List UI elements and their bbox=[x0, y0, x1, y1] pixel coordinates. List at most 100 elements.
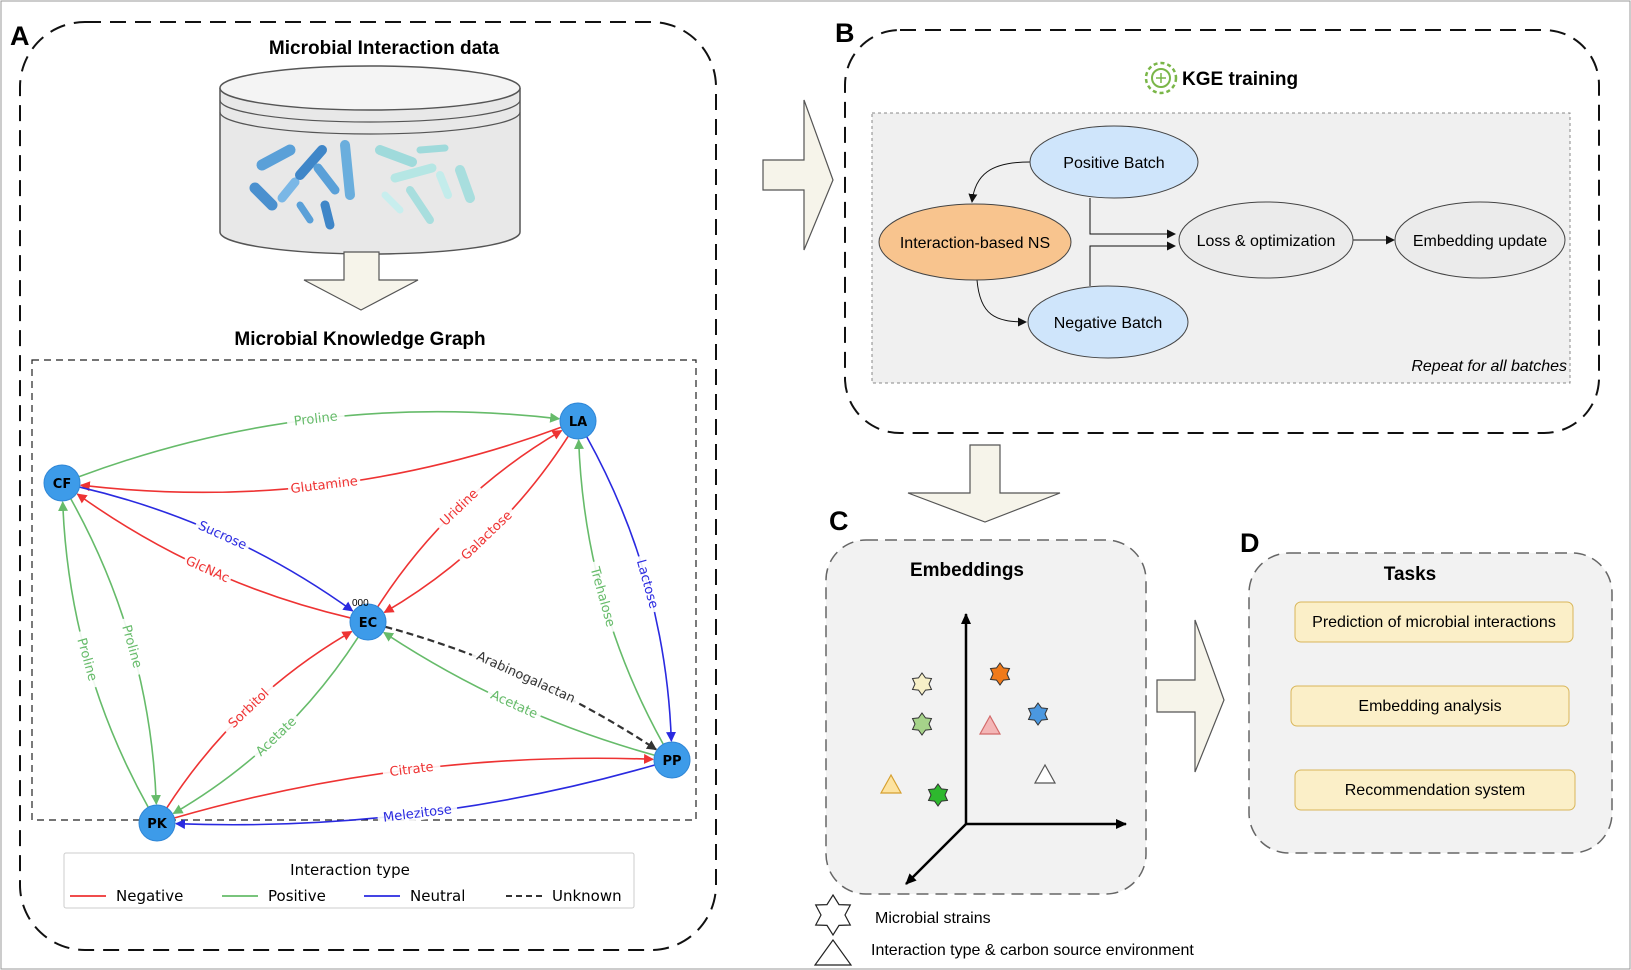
edge-label-bg bbox=[72, 629, 104, 690]
interaction-point bbox=[1033, 763, 1057, 784]
edge-ec-pk bbox=[172, 636, 359, 815]
negative-batch-node bbox=[1027, 285, 1189, 359]
task-recommendation: Recommendation system bbox=[1345, 782, 1526, 799]
edge-cf-ec bbox=[79, 486, 354, 612]
connector-negative-loss bbox=[1089, 241, 1176, 286]
strains-legend-label: Microbial strains bbox=[875, 910, 991, 927]
task-box-recommendation bbox=[1294, 769, 1576, 811]
edge-label: Galactose bbox=[459, 508, 516, 564]
edge-label: Proline bbox=[293, 409, 339, 429]
connector-positive-loss bbox=[1089, 198, 1176, 239]
panel-d-letter: D bbox=[1240, 528, 1260, 558]
edge-label: Acetate bbox=[253, 714, 300, 759]
interaction-legend: Interaction type Negative Positive Neutr… bbox=[63, 852, 635, 909]
embedding-points bbox=[879, 662, 1057, 807]
graph-frame bbox=[31, 359, 697, 821]
loss-node bbox=[1178, 201, 1354, 279]
loss-label: Loss & optimization bbox=[1197, 233, 1336, 250]
edge-label-bg bbox=[249, 710, 302, 762]
connector-ns-negative bbox=[976, 279, 1027, 327]
axis-y bbox=[905, 823, 967, 885]
repeat-note: Repeat for all batches bbox=[1411, 358, 1567, 375]
strain-point bbox=[911, 712, 933, 736]
edge-label-bg bbox=[454, 503, 518, 566]
connector-positive-ns bbox=[968, 161, 1031, 203]
edge-label-bg bbox=[181, 550, 235, 587]
edge-ec-pp bbox=[385, 625, 657, 751]
edge-label: Sucrose bbox=[196, 518, 249, 553]
edge-label-bg bbox=[432, 481, 485, 533]
edge-label: Uridine bbox=[438, 486, 482, 529]
node-label-cf: CF bbox=[53, 477, 71, 492]
node-label-la: LA bbox=[569, 415, 587, 430]
edge-label-bg bbox=[376, 799, 458, 826]
positive-batch-node bbox=[1029, 125, 1199, 199]
panel-c-letter: C bbox=[829, 506, 849, 536]
down-arrow-a bbox=[303, 251, 419, 311]
task-analysis: Embedding analysis bbox=[1358, 698, 1501, 715]
edge-label-bg bbox=[484, 684, 545, 723]
strain-point bbox=[1027, 702, 1049, 726]
edge-label-bg bbox=[381, 757, 442, 780]
ns-label: Interaction-based NS bbox=[900, 235, 1050, 252]
right-arrow-cd bbox=[1156, 619, 1225, 773]
edge-label-bg bbox=[586, 559, 622, 634]
embeddings-title: Embeddings bbox=[910, 560, 1024, 581]
panel-b-letter: B bbox=[835, 18, 855, 48]
down-arrow-bc bbox=[907, 444, 1061, 523]
edge-label: Sorbitol bbox=[226, 686, 273, 731]
right-arrow-ab bbox=[762, 99, 834, 251]
edge-label: Trehalose bbox=[586, 564, 617, 628]
edge-label-bg bbox=[286, 406, 346, 430]
panel-d: D Tasks Prediction of microbial interact… bbox=[1240, 528, 1613, 854]
node-la bbox=[559, 402, 597, 440]
legend-positive: Positive bbox=[268, 887, 326, 905]
edge-label-bg bbox=[469, 645, 583, 708]
negative-batch-label: Negative Batch bbox=[1054, 315, 1163, 332]
graph-nodes: LA CF EC PP PK 000 bbox=[43, 402, 691, 842]
edge-la-ec bbox=[383, 435, 569, 614]
edge-pk-ec bbox=[166, 630, 353, 809]
panel-a-frame bbox=[19, 21, 717, 951]
database-icon bbox=[219, 65, 521, 255]
edge-label-bg bbox=[117, 616, 149, 677]
panel-a-letter: A bbox=[10, 21, 30, 51]
tasks-title: Tasks bbox=[1384, 564, 1436, 585]
panel-c: C Embeddings Microbial strains Interacti… bbox=[813, 506, 1194, 966]
embedding-legend: Microbial strains Interaction type & car… bbox=[813, 893, 1194, 966]
node-cf bbox=[43, 464, 81, 502]
kge-title: KGE training bbox=[1182, 69, 1298, 90]
task-prediction: Prediction of microbial interactions bbox=[1312, 614, 1556, 631]
node-label-pk: PK bbox=[147, 817, 168, 832]
ec-badge: 000 bbox=[352, 598, 369, 609]
interaction-point bbox=[879, 773, 903, 794]
panel-b: B KGE training Positive Batch Interactio… bbox=[835, 18, 1600, 434]
brain-gear-icon bbox=[1144, 61, 1178, 95]
edge-pp-ec bbox=[383, 631, 655, 757]
strain-point bbox=[911, 672, 933, 696]
update-node bbox=[1394, 201, 1566, 279]
task-box-analysis bbox=[1290, 685, 1570, 727]
legend-neutral: Neutral bbox=[410, 887, 465, 905]
interaction-legend-label: Interaction type & carbon source environ… bbox=[871, 942, 1194, 959]
edge-label: Citrate bbox=[389, 760, 435, 780]
edge-label-bg bbox=[193, 515, 253, 554]
legend-negative: Negative bbox=[116, 887, 183, 905]
node-label-ec: EC bbox=[359, 616, 377, 631]
edge-label: Glutamine bbox=[290, 474, 359, 497]
node-pk bbox=[138, 804, 176, 842]
node-label-pp: PP bbox=[662, 754, 681, 769]
node-ec bbox=[349, 603, 387, 641]
panel-b-frame bbox=[844, 29, 1600, 434]
edge-label: Acetate bbox=[488, 688, 540, 722]
edge-ec-cf bbox=[76, 493, 351, 619]
interaction-triangle-icon bbox=[813, 938, 853, 966]
positive-batch-label: Positive Batch bbox=[1063, 155, 1164, 172]
edge-label-bg bbox=[287, 471, 362, 497]
task-box-prediction bbox=[1294, 601, 1574, 643]
interaction-point bbox=[978, 714, 1002, 735]
node-pp bbox=[653, 741, 691, 779]
edge-label-bg bbox=[632, 553, 664, 614]
